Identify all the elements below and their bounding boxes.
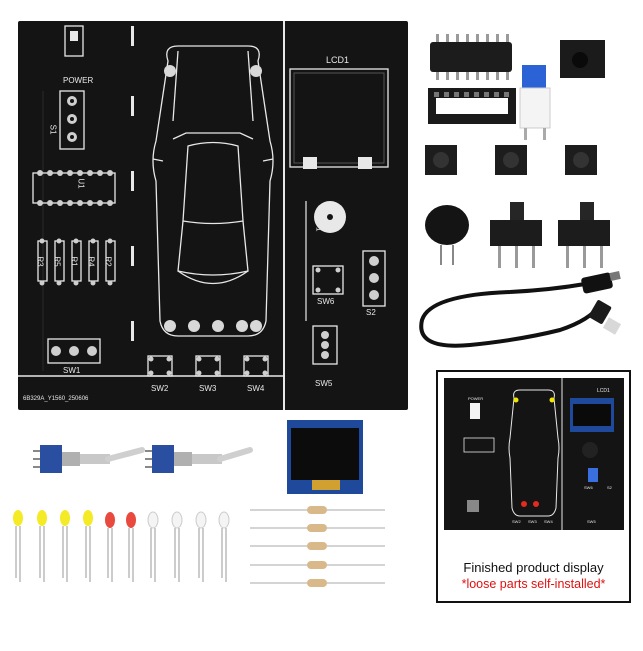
inset-note: *loose parts self-installed*: [461, 577, 606, 591]
board-id: 6B329A_Y1560_250606: [23, 396, 89, 402]
tactile-buttons: [425, 145, 597, 175]
power-label: POWER: [63, 76, 94, 85]
resistor-label-2: R5: [52, 256, 62, 267]
loose-parts-bottom: [13, 420, 385, 587]
inset-sw5-label: SW5: [587, 519, 596, 524]
inset-sw6-label: SW6: [584, 485, 593, 490]
b1-label: B1: [314, 221, 324, 232]
inset-caption: Finished product display: [463, 560, 604, 575]
dip-ic: [430, 34, 512, 80]
resistor-label-4: R4: [86, 256, 96, 267]
finished-product-photo: LCD1 POWER SW2 SW3 SW4 SW5 SW6 S2: [444, 378, 624, 530]
u1-label: U1: [76, 178, 86, 189]
s2-label: S2: [366, 308, 376, 317]
toggle-switch-1: [33, 445, 145, 473]
inset-power-label: POWER: [468, 396, 484, 401]
sw1-label: SW1: [63, 366, 81, 375]
inset-lcd-label: LCD1: [597, 388, 610, 394]
leds: [13, 510, 230, 582]
loose-parts: [419, 34, 622, 348]
ic-socket: [428, 88, 516, 124]
resistor-label-3: R1: [69, 256, 79, 267]
inset-s2-label: S2: [607, 485, 612, 490]
pcb-silkscreen: [18, 21, 389, 410]
sw2-label: SW2: [151, 384, 169, 393]
resistors: [250, 506, 385, 587]
sw5-label: SW5: [315, 379, 333, 388]
inset-sw4-label: SW4: [544, 519, 553, 524]
lcd-label: LCD1: [326, 55, 350, 65]
sw4-label: SW4: [247, 384, 265, 393]
s1-label: S1: [48, 124, 58, 135]
toggle-switch-2: [145, 445, 253, 473]
oled-module: [287, 420, 363, 494]
sw3-label: SW3: [199, 384, 217, 393]
pcb-board: POWER S1 U1 R3 R5 R1 R4 R2 SW1 SW2 SW3 S…: [18, 21, 408, 410]
inset-sw3-label: SW3: [528, 519, 537, 524]
inset-sw2-label: SW2: [512, 519, 521, 524]
finished-product-inset: LCD1 POWER SW2 SW3 SW4 SW5 SW6 S2 Finish…: [436, 370, 631, 603]
resistor-label-5: R2: [103, 256, 113, 267]
sw6-label: SW6: [317, 297, 335, 306]
resistor-label-1: R3: [35, 256, 45, 267]
